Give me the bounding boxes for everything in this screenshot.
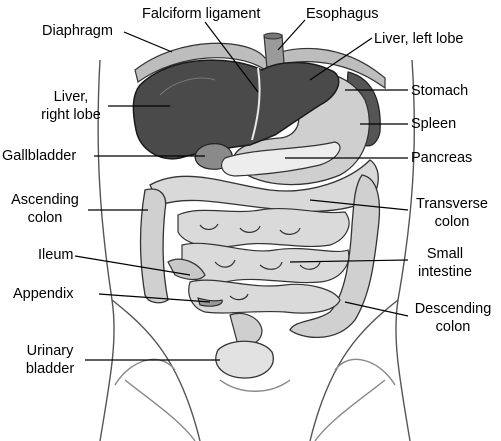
appendix (197, 297, 223, 307)
diaphragm (134, 42, 386, 90)
label-descending-colon: Descending colon (414, 301, 492, 335)
descending-colon (289, 174, 381, 339)
label-transverse-colon: Transverse colon (416, 196, 488, 230)
label-liver-right-lobe: Liver, right lobe (41, 89, 101, 123)
label-appendix: Appendix (13, 286, 74, 302)
urinary-bladder (215, 340, 274, 379)
label-pancreas: Pancreas (411, 150, 473, 166)
leader-lines (74, 19, 409, 361)
transverse-colon (149, 159, 379, 212)
label-ileum: Ileum (38, 247, 74, 263)
label-falciform-ligament: Falciform ligament (142, 6, 261, 22)
label-small-intestine: Small intestine (417, 246, 472, 280)
label-ascending-colon: Ascending colon (11, 192, 79, 226)
pancreas (221, 141, 341, 177)
label-spleen: Spleen (411, 116, 457, 132)
label-stomach: Stomach (411, 83, 469, 99)
label-urinary-bladder: Urinary bladder (25, 343, 75, 377)
label-esophagus: Esophagus (306, 6, 379, 22)
label-diaphragm: Diaphragm (42, 23, 113, 39)
ileum (167, 258, 206, 281)
falciform-ligament (251, 67, 261, 141)
small-intestine (177, 207, 350, 314)
label-liver-left-lobe: Liver, left lobe (374, 31, 464, 47)
ascending-colon (139, 188, 169, 304)
label-gallbladder: Gallbladder (2, 148, 77, 164)
liver (132, 59, 340, 160)
